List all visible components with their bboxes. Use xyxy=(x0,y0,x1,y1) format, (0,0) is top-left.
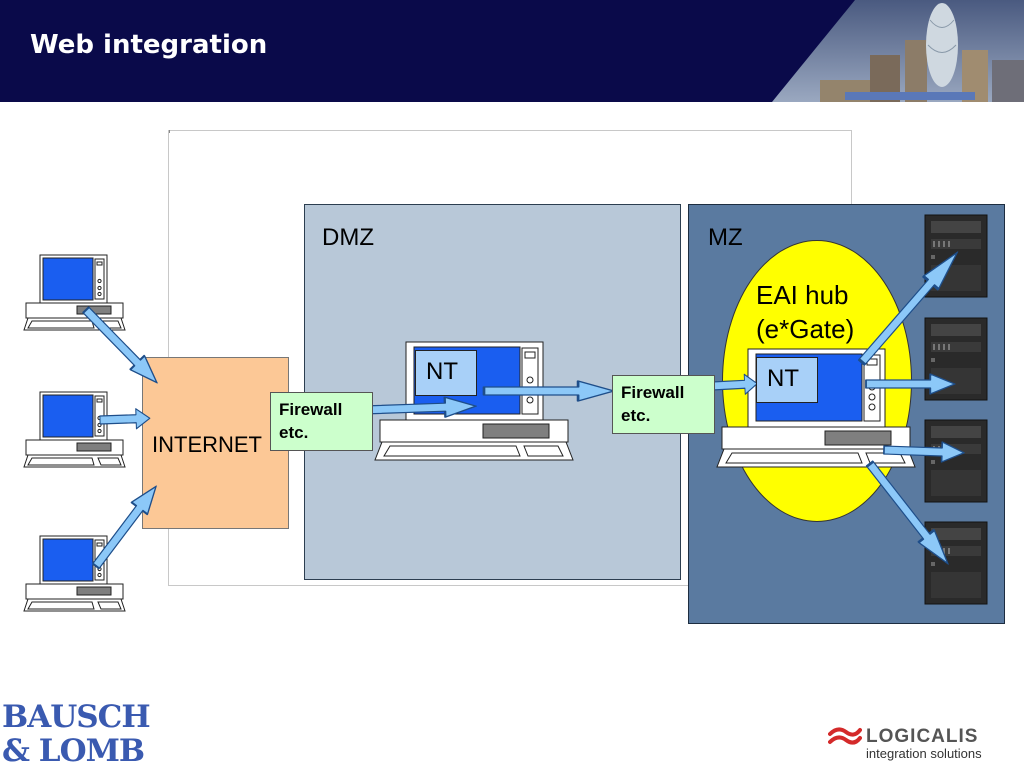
firewall-left: Firewall etc. xyxy=(270,392,373,451)
arrow-client1-to-internet xyxy=(82,306,158,384)
page-title: Web integration xyxy=(30,30,268,60)
internet-box xyxy=(142,357,289,529)
mz-nt-label: NT xyxy=(767,365,799,392)
arrow-hub-to-server-1 xyxy=(857,251,959,366)
eai-hub-line1: EAI hub xyxy=(756,280,849,310)
bausch-lomb-line1: BAUSCH xyxy=(2,699,151,735)
dmz-nt-box xyxy=(415,350,477,396)
client-computer-2 xyxy=(23,391,126,468)
eai-hub-label: EAI hub (e*Gate) xyxy=(756,278,854,346)
frame-marker xyxy=(169,130,210,133)
bausch-lomb-line2: & LOMB xyxy=(2,733,145,769)
firewall-left-line2: etc. xyxy=(279,423,309,442)
client-computer-1 xyxy=(23,254,126,331)
arrow-firewall-to-mz-nt xyxy=(711,373,758,395)
logicalis-tagline: integration solutions xyxy=(866,746,982,761)
arrow-hub-to-server-2 xyxy=(865,373,956,395)
mz-nt-box xyxy=(756,357,818,403)
firewall-right: Firewall etc. xyxy=(612,375,715,434)
arrow-client2-to-internet xyxy=(99,408,151,430)
server-3 xyxy=(924,419,988,503)
logicalis-name: LOGICALIS xyxy=(866,726,979,747)
city-skyline-photo xyxy=(772,0,1024,102)
slide-header: Web integration xyxy=(0,0,1024,102)
eai-hub-line2: (e*Gate) xyxy=(756,314,855,344)
arrow-client3-to-internet xyxy=(92,485,157,570)
arrow-hub-to-server-3 xyxy=(883,441,965,463)
firewall-right-line2: etc. xyxy=(621,406,651,425)
bausch-lomb-logo: BAUSCH & LOMB xyxy=(2,699,151,769)
internet-label: INTERNET xyxy=(152,432,262,457)
firewall-right-line1: Firewall xyxy=(621,383,685,402)
dmz-nt-label: NT xyxy=(426,358,458,385)
dmz-label: DMZ xyxy=(322,224,374,251)
firewall-left-line1: Firewall xyxy=(279,400,343,419)
arrow-dmz-nt-to-firewall xyxy=(482,380,616,402)
arrow-firewall-to-dmz-nt xyxy=(362,396,478,418)
logicalis-swirl-icon xyxy=(828,727,862,745)
mz-label: MZ xyxy=(708,224,743,251)
arrow-hub-to-server-4 xyxy=(865,460,949,565)
